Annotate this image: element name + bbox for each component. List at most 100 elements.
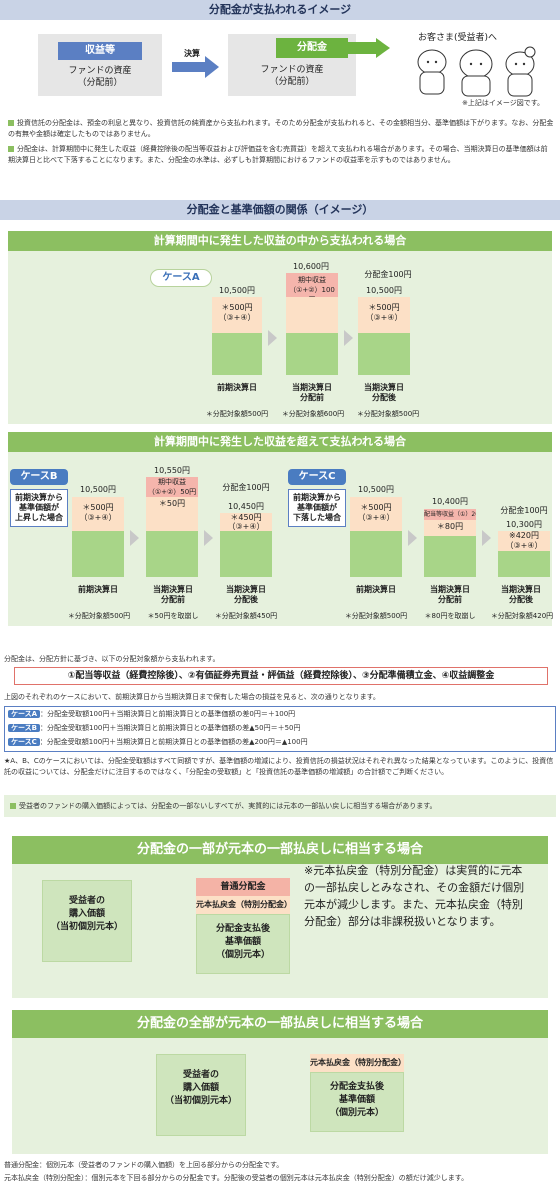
- caseC-v2: 10,400円: [432, 497, 468, 506]
- caseA-v1: 10,500円: [219, 286, 255, 295]
- settle-arrow-head: [205, 56, 219, 78]
- compare-intro: 上図のそれぞれのケースにおいて、前期決算日から当期決算日まで保有した場合の損益を…: [4, 693, 380, 701]
- caseA-v3: 10,500円: [366, 286, 402, 295]
- caseA-n1: ＊分配対象額500円: [205, 410, 269, 418]
- caseB-x1: 前期決算日: [78, 585, 118, 594]
- caseB-v1: 10,500円: [80, 485, 116, 494]
- caseA-arrow1: [268, 330, 277, 346]
- caseC-x3: 当期決算日 分配後: [501, 585, 541, 604]
- partial-title: 分配金の一部が元本の一部払戻しに相当する場合: [12, 836, 548, 864]
- caseC-dist: 分配金100円: [500, 506, 548, 515]
- caseB-bar2-top: [146, 513, 198, 531]
- full-title: 分配金の全部が元本の一部払戻しに相当する場合: [12, 1010, 548, 1038]
- caseC-bar3: [498, 551, 550, 577]
- compare-box: [4, 706, 556, 752]
- partial-remark: ※元本払戻金（特別分配金）は実質的に元本の一部払戻しとみなされ、その金額だけ個別…: [304, 864, 525, 928]
- caseC-n2: ＊80円を取崩し: [424, 612, 476, 620]
- caseB-x2: 当期決算日 分配前: [153, 585, 193, 604]
- caseA-pill: ケースA: [150, 269, 212, 287]
- partial-normal: 普通分配金: [196, 878, 290, 896]
- caseB-bar1: [72, 531, 124, 577]
- caseC-n3: ＊分配対象額420円: [490, 612, 554, 620]
- asset-before-text: ファンドの資産 （分配前）: [68, 66, 132, 88]
- caseA-x2: 当期決算日 分配前: [292, 383, 332, 402]
- caseA-x1: 前期決算日: [217, 383, 257, 392]
- caseA-dist: 分配金100円: [364, 270, 412, 279]
- caseB-v2: 10,550円: [154, 466, 190, 475]
- full-after-box: 分配金支払後 基準価額 （個別元本）: [310, 1072, 404, 1132]
- gain-label: 収益等: [58, 42, 142, 60]
- caseB-bar3: [220, 531, 272, 577]
- image-note: ※上記はイメージ図です。: [462, 99, 545, 107]
- bullet-2: 分配金は、計算期間中に発生した収益（経費控除後の配当等収益および評価益を含む売買…: [8, 145, 548, 164]
- caseA-v2: 10,600円: [293, 262, 329, 271]
- footnote-2: 元本払戻金（特別分配金）：個別元本を下回る部分からの分配金です。分配後の受益者の…: [4, 1174, 469, 1182]
- caseB-dist: 分配金100円: [222, 483, 270, 492]
- compare-row-c: ケースC：分配金受取額100円＋当期決算日と前期決算日との基準価額の差▲200円…: [8, 737, 552, 748]
- caseB-pill: ケースB: [10, 469, 68, 485]
- caseA-x3: 当期決算日 分配後: [364, 383, 404, 402]
- caseC-arrow1: [408, 530, 417, 546]
- sources-intro: 分配金は、分配方針に基づき、以下の分配対象額から支払われます。: [4, 655, 220, 663]
- caseC-pill: ケースC: [288, 469, 346, 485]
- customer-label: お客さま(受益者)へ: [418, 33, 498, 43]
- caseB-bar2-mid: ＊50円: [146, 497, 198, 513]
- settle-label: 決算: [184, 49, 200, 58]
- caseA-arrow2: [344, 330, 353, 346]
- caseB-bar2: [146, 531, 198, 577]
- caseC-desc: 前期決算から 基準価額が 下落した場合: [288, 489, 346, 527]
- caseC-x1: 前期決算日: [356, 585, 396, 594]
- caseC-v1: 10,500円: [358, 485, 394, 494]
- caseC-bar3-top: ※420円 （③+④）: [498, 531, 550, 551]
- asset-after-text: ファンドの資産 （分配前）: [260, 65, 324, 87]
- customer-illustration: [417, 46, 536, 97]
- caseA-mid: 期中収益 （①+②）100円: [286, 273, 338, 304]
- dist-arrow-head: [376, 38, 390, 58]
- section-title-relation: 分配金と基準価額の関係（イメージ）: [0, 200, 560, 220]
- partial-special: 元本払戻金（特別分配金）: [196, 896, 292, 914]
- caseA-bar3: [358, 333, 410, 375]
- caseA-panel: [8, 231, 552, 424]
- caseB-bar1-top: ＊500円 （③+④）: [72, 497, 124, 531]
- caseB-desc: 前期決算から 基準価額が 上昇した場合: [10, 489, 68, 527]
- partial-buy-box: 受益者の 購入価額 （当初個別元本）: [42, 880, 132, 962]
- sources-box: ①配当等収益（経費控除後）、②有価証券売買益・評価益（経費控除後）、③分配準備積…: [14, 667, 548, 685]
- caseB-n1: ＊分配対象額500円: [67, 612, 131, 620]
- caseA-bar2: [286, 333, 338, 375]
- full-buy-box: 受益者の 購入価額 （当初個別元本）: [156, 1054, 246, 1136]
- caseA-n2: ＊分配対象額600円: [281, 410, 345, 418]
- bullet-icon: [8, 120, 14, 126]
- sub-title-exceed: 計算期間中に発生した収益を超えて支払われる場合: [8, 432, 552, 452]
- caseA-bar1: [212, 333, 262, 375]
- bullet-1: 投資信託の分配金は、預金の利息と異なり、投資信託の純資産から支払われます。そのた…: [8, 119, 554, 138]
- settle-arrow: [172, 62, 206, 72]
- caseB-arrow2: [204, 530, 213, 546]
- footnote-1: 普通分配金：個別元本（受益者のファンドの購入価額）を上回る部分からの分配金です。: [4, 1161, 284, 1169]
- caseA-bar2-top: [286, 297, 338, 333]
- sub-title-within: 計算期間中に発生した収益の中から支払われる場合: [8, 231, 552, 251]
- purchase-note: 受益者のファンドの購入価額によっては、分配金の一部ないしすべてが、実質的には元本…: [4, 795, 556, 817]
- caseC-bar1: [350, 531, 402, 577]
- caseC-n1: ＊分配対象額500円: [344, 612, 408, 620]
- caseA-bar1-top: ＊500円 （③+④）: [212, 297, 262, 333]
- full-special: 元本払戻金（特別分配金）: [310, 1054, 406, 1072]
- caseB-mid: 期中収益 （①+②）50円: [146, 477, 198, 497]
- caseB-v3: 10,450円: [228, 502, 264, 511]
- dist-label: 分配金: [276, 38, 348, 58]
- caseC-v3: 10,300円: [506, 520, 542, 529]
- caseB-bar3-top: ＊450円 （③+④）: [220, 513, 272, 531]
- caseC-x2: 当期決算日 分配前: [430, 585, 470, 604]
- compare-row-b: ケースB：分配金受取額100円＋当期決算日と前期決算日との基準価額の差▲50円＝…: [8, 723, 552, 734]
- fund-asset-before-box: 収益等 ファンドの資産 （分配前）: [38, 34, 162, 96]
- caseC-bar1-top: ＊500円 （③+④）: [350, 497, 402, 531]
- caseC-mid: 配当等収益（①）20円: [424, 509, 476, 520]
- caseC-bar2: [424, 536, 476, 577]
- caseB-x3: 当期決算日 分配後: [226, 585, 266, 604]
- caseA-bar3-top: ＊500円 （③+④）: [358, 297, 410, 333]
- bullet-icon: [8, 146, 14, 152]
- star-note: ★A、B、Cのケースにおいては、分配金受取額はすべて同額ですが、基準価額の増減に…: [4, 757, 554, 776]
- caseC-bar2-top: ＊80円: [424, 520, 476, 536]
- section-title-distribution-image: 分配金が支払われるイメージ: [0, 0, 560, 20]
- caseB-arrow1: [130, 530, 139, 546]
- dist-arrow: [348, 42, 378, 54]
